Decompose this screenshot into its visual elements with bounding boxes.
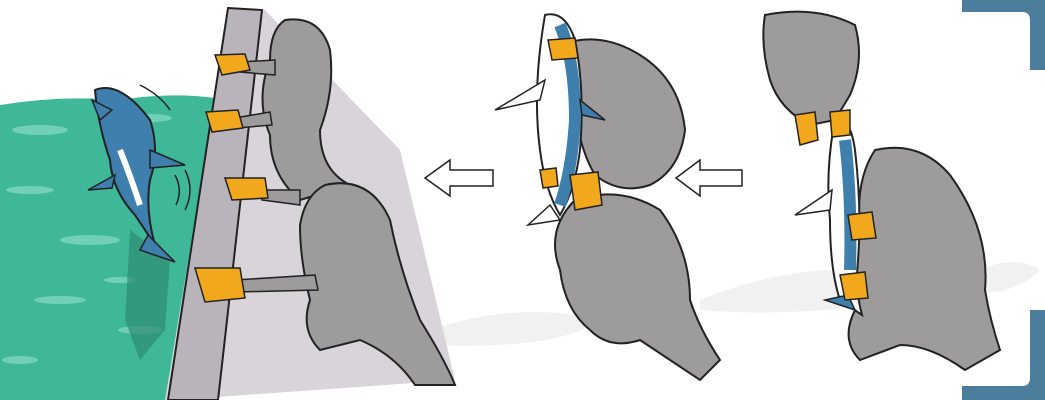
shark-reflection	[125, 230, 170, 360]
motion-lines	[139, 84, 191, 211]
glove-icon	[223, 177, 269, 201]
glove-icon	[847, 211, 877, 241]
glove-icon	[829, 109, 851, 138]
crew-figure-lower	[193, 177, 457, 386]
frame-bracket-top	[962, 0, 1045, 70]
boat-side	[166, 6, 264, 400]
crew-figure-carrier-bottom	[554, 193, 722, 382]
shark-jumping	[87, 87, 186, 263]
panel-carry-shark	[494, 13, 722, 382]
glove-icon	[213, 53, 251, 76]
glove-icon	[205, 109, 244, 133]
glove-icon	[547, 37, 579, 61]
panel-lift-shark	[762, 10, 1002, 372]
arrow-left-icon	[423, 158, 494, 198]
glove-icon	[839, 271, 869, 301]
panel-release-at-rail	[0, 6, 457, 400]
frame-bracket-bottom	[962, 310, 1045, 400]
glove-icon	[569, 171, 603, 211]
glove-icon	[794, 111, 819, 146]
crew-figure-upper	[205, 18, 353, 202]
crew-figure-lifter-bottom	[847, 146, 1002, 372]
glove-icon	[193, 267, 246, 303]
crew-figure-lifter-top	[762, 10, 860, 127]
glove-icon	[539, 167, 559, 189]
arrow-left-icon	[674, 158, 743, 198]
